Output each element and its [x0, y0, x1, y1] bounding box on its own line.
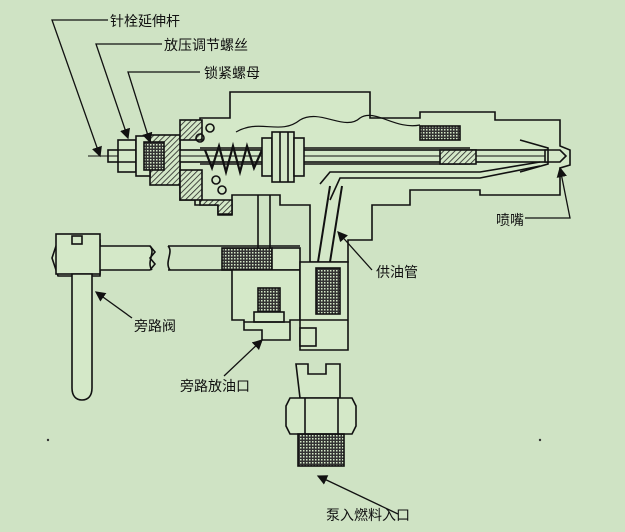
label-nozzle: 喷嘴	[496, 213, 524, 229]
nozzle-tip	[544, 149, 568, 163]
fuel-supply-pipe	[317, 185, 331, 263]
label-fuel-supply-pipe: 供油管	[376, 265, 418, 281]
pump-inlet-fitting	[295, 363, 341, 399]
leader-fuel-pipe	[337, 231, 373, 271]
leader-pressure-screw	[95, 43, 162, 140]
leader-bypass-valve	[94, 291, 133, 319]
leader-bypass-drain	[223, 339, 263, 377]
leader-lock-nut	[127, 71, 200, 144]
label-pump-fuel-inlet: 泵入燃料入口	[326, 508, 410, 524]
label-lock-nut: 锁紧螺母	[204, 66, 260, 82]
leader-nozzle	[525, 166, 571, 219]
spring	[203, 141, 264, 177]
leader-pump-inlet	[316, 475, 399, 515]
label-needle-extension: 针栓延伸杆	[110, 14, 180, 30]
label-pressure-screw: 放压调节螺丝	[164, 38, 248, 54]
leader-needle-extension	[51, 19, 108, 158]
label-bypass-valve: 旁路阀	[134, 319, 176, 335]
bypass-stem	[71, 273, 93, 401]
injector-body	[179, 91, 571, 263]
label-bypass-drain: 旁路放油口	[180, 379, 250, 395]
